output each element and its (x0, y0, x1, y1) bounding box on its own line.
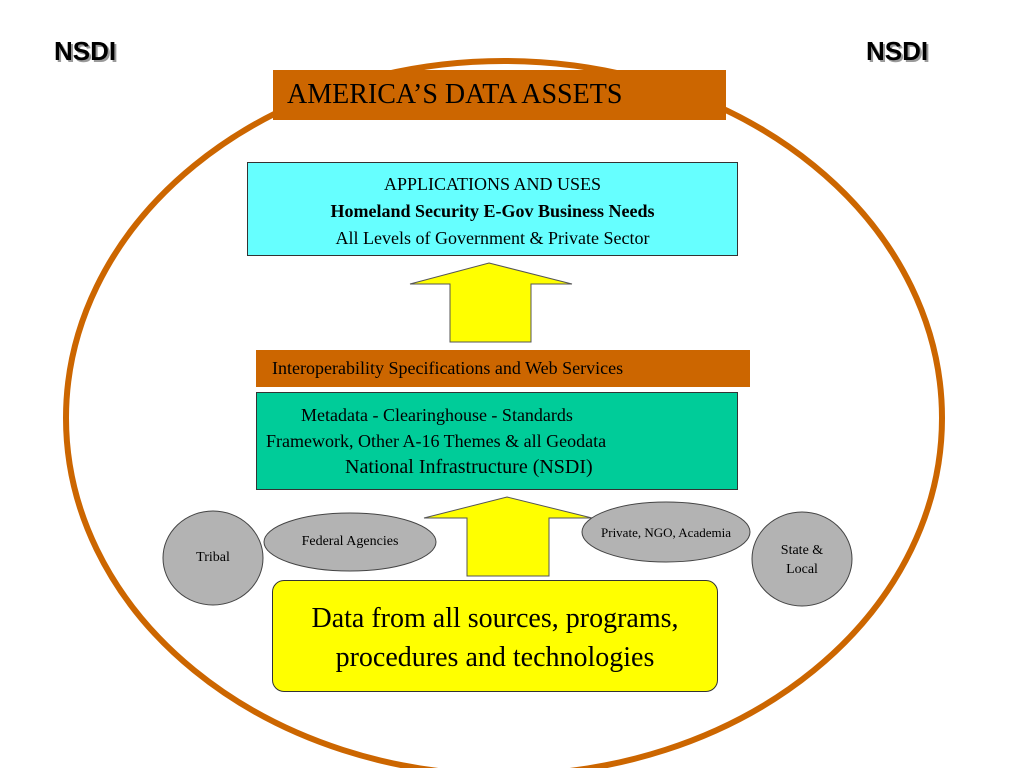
interoperability-box: Interoperability Specifications and Web … (256, 350, 750, 387)
interoperability-text: Interoperability Specifications and Web … (272, 358, 624, 378)
applications-box: APPLICATIONS AND USES Homeland Security … (247, 162, 738, 256)
applications-emphasis: Homeland Security E-Gov Business Needs (330, 201, 655, 221)
state-local-label: State & Local (752, 541, 852, 579)
upper-arrow (409, 262, 573, 343)
applications-scope: All Levels of Government & Private Secto… (335, 228, 650, 248)
lower-arrow (423, 496, 593, 577)
state-local-line1: State & (780, 543, 824, 558)
state-local-line2: Local (786, 562, 818, 577)
federal-agencies-oval (263, 512, 437, 572)
title-box: AMERICA’S DATA ASSETS (273, 70, 726, 120)
outer-ring (63, 58, 945, 768)
title-text: AMERICA’S DATA ASSETS (287, 79, 623, 110)
infrastructure-line3: National Infrastructure (NSDI) (345, 456, 593, 478)
state-local-oval (751, 511, 853, 607)
data-sources-box: Data from all sources, programs, procedu… (272, 580, 718, 692)
tribal-label: Tribal (196, 550, 230, 565)
corner-label-left: NSDI (54, 36, 117, 66)
infrastructure-line2: Framework, Other A-16 Themes & all Geoda… (266, 431, 607, 451)
infrastructure-box: Metadata - Clearinghouse - Standards Fra… (256, 392, 738, 490)
applications-heading: APPLICATIONS AND USES (383, 174, 602, 194)
data-sources-line1: Data from all sources, programs, (311, 603, 679, 634)
private-ngo-academia-label: Private, NGO, Academia (601, 525, 731, 540)
tribal-oval (162, 510, 264, 606)
corner-label-right: NSDI (866, 36, 929, 66)
infrastructure-line1: Metadata - Clearinghouse - Standards (301, 405, 573, 425)
data-sources-line2: procedures and technologies (335, 642, 655, 673)
federal-agencies-label: Federal Agencies (301, 534, 399, 549)
private-ngo-academia-oval (581, 501, 751, 563)
